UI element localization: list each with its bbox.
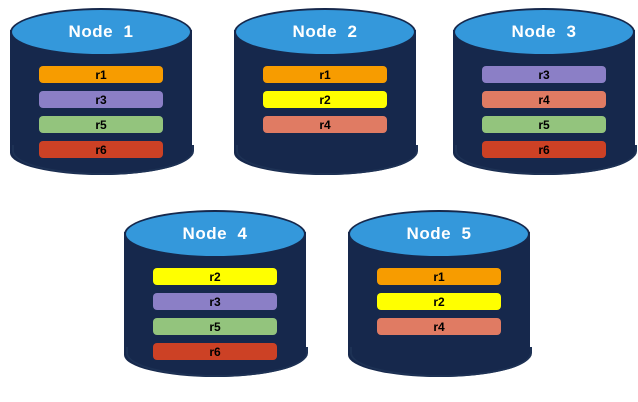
replica-list: r2 r3 r5 r6 bbox=[153, 268, 277, 360]
replica-bar-r1[interactable]: r1 bbox=[39, 66, 163, 83]
replica-bar-r4[interactable]: r4 bbox=[482, 91, 606, 108]
replica-list: r1 r3 r5 r6 bbox=[39, 66, 163, 158]
node-label: Node 1 bbox=[68, 22, 134, 41]
replica-bar-r5[interactable]: r5 bbox=[482, 116, 606, 133]
node-label: Node 2 bbox=[292, 22, 358, 41]
database-node-5[interactable]: Node 5 r1 r2 r4 bbox=[348, 210, 532, 392]
replica-bar-r6[interactable]: r6 bbox=[39, 141, 163, 158]
replica-bar-r2[interactable]: r2 bbox=[263, 91, 387, 108]
replica-bar-r3[interactable]: r3 bbox=[153, 293, 277, 310]
cylinder-bottom-edge bbox=[350, 347, 532, 377]
replica-bar-r6[interactable]: r6 bbox=[153, 343, 277, 360]
cylinder-top-disc bbox=[348, 210, 530, 258]
replica-bar-r2[interactable]: r2 bbox=[377, 293, 501, 310]
replica-bar-r1[interactable]: r1 bbox=[263, 66, 387, 83]
database-node-4[interactable]: Node 4 r2 r3 r5 r6 bbox=[124, 210, 308, 392]
node-label: Node 5 bbox=[406, 224, 472, 243]
replica-bar-r5[interactable]: r5 bbox=[153, 318, 277, 335]
cylinder-top-disc bbox=[453, 8, 635, 56]
node-label: Node 3 bbox=[511, 22, 577, 41]
database-node-3[interactable]: Node 3 r3 r4 r5 r6 bbox=[453, 8, 637, 190]
cylinder-top-disc bbox=[124, 210, 306, 258]
replica-bar-r3[interactable]: r3 bbox=[482, 66, 606, 83]
replica-bar-r6[interactable]: r6 bbox=[482, 141, 606, 158]
replica-list: r1 r2 r4 bbox=[377, 268, 501, 335]
database-node-2[interactable]: Node 2 r1 r2 r4 bbox=[234, 8, 418, 190]
cylinder-top-disc bbox=[10, 8, 192, 56]
replica-list: r3 r4 r5 r6 bbox=[482, 66, 606, 158]
replica-bar-r2[interactable]: r2 bbox=[153, 268, 277, 285]
replica-bar-r3[interactable]: r3 bbox=[39, 91, 163, 108]
replica-bar-r4[interactable]: r4 bbox=[263, 116, 387, 133]
node-label: Node 4 bbox=[182, 224, 248, 243]
replica-list: r1 r2 r4 bbox=[263, 66, 387, 133]
cylinder-top-disc bbox=[234, 8, 416, 56]
replica-bar-r1[interactable]: r1 bbox=[377, 268, 501, 285]
replica-bar-r4[interactable]: r4 bbox=[377, 318, 501, 335]
cylinder-bottom-edge bbox=[236, 145, 418, 175]
replica-bar-r5[interactable]: r5 bbox=[39, 116, 163, 133]
database-node-1[interactable]: Node 1 r1 r3 r5 r6 bbox=[10, 8, 194, 190]
